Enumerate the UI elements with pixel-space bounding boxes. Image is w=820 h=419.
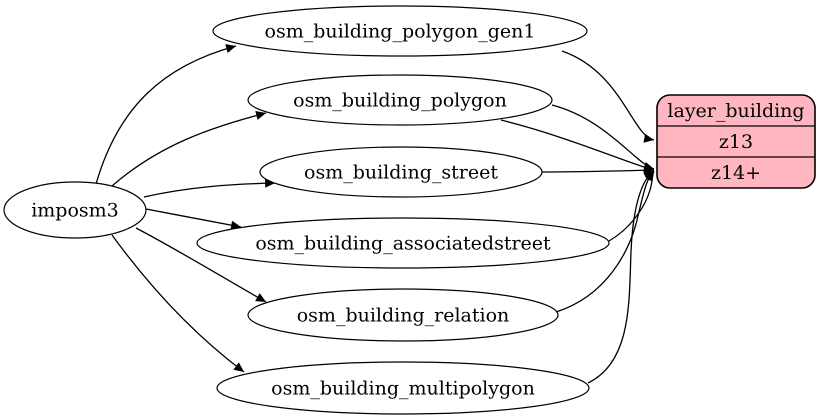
node-shape-osm_building_associatedstreet [196, 217, 610, 269]
edge-imposm3-osm_building_polygon_gen1 [95, 44, 237, 185]
node-imposm3: imposm3 [3, 181, 147, 239]
node-osm_building_multipolygon: osm_building_multipolygon [216, 361, 590, 415]
node-label-osm_building_polygon_gen1: osm_building_polygon_gen1 [265, 21, 536, 43]
node-shape-osm_building_polygon_gen1 [212, 5, 588, 57]
node-label-osm_building_street: osm_building_street [304, 162, 498, 184]
node-shape-imposm3 [3, 181, 147, 239]
edge-osm_building_street-layer_building-z14+ [541, 165, 655, 175]
node-shape-osm_building_multipolygon [216, 361, 590, 415]
node-osm_building_relation: osm_building_relation [247, 288, 559, 342]
edge-imposm3-osm_building_polygon [111, 111, 267, 187]
node-layer_building: layer_building z13 z14+ [656, 94, 816, 189]
node-osm_building_polygon: osm_building_polygon [247, 74, 553, 126]
record-row-label-1: z13 [719, 131, 753, 153]
node-shape-osm_building_polygon [247, 74, 553, 126]
edge-imposm3-osm_building_associatedstreet [145, 208, 242, 230]
node-osm_building_polygon_gen1: osm_building_polygon_gen1 [212, 5, 588, 57]
node-shape-osm_building_street [259, 146, 543, 198]
record-box [656, 94, 816, 189]
edge-osm_building_multipolygon-layer_building-z14+ [587, 170, 655, 384]
node-osm_building_street: osm_building_street [259, 146, 543, 198]
node-label-imposm3: imposm3 [31, 200, 119, 222]
node-label-osm_building_associatedstreet: osm_building_associatedstreet [255, 233, 551, 255]
edge-imposm3-osm_building_multipolygon [111, 234, 245, 373]
node-label-osm_building_relation: osm_building_relation [297, 305, 510, 327]
edge-imposm3-osm_building_relation [135, 227, 267, 303]
node-label-osm_building_polygon: osm_building_polygon [293, 90, 507, 112]
edge-osm_building_polygon-layer_building-z14+ [551, 104, 655, 171]
edge-osm_building_polygon_gen1-layer_building-z13 [561, 50, 655, 143]
node-shape-osm_building_relation [247, 288, 559, 342]
record-row-label-0: layer_building [667, 100, 804, 122]
node-osm_building_associatedstreet: osm_building_associatedstreet [196, 217, 610, 269]
edge-imposm3-osm_building_street [143, 178, 276, 198]
node-label-osm_building_multipolygon: osm_building_multipolygon [271, 378, 535, 400]
record-row-label-2: z14+ [711, 162, 761, 184]
